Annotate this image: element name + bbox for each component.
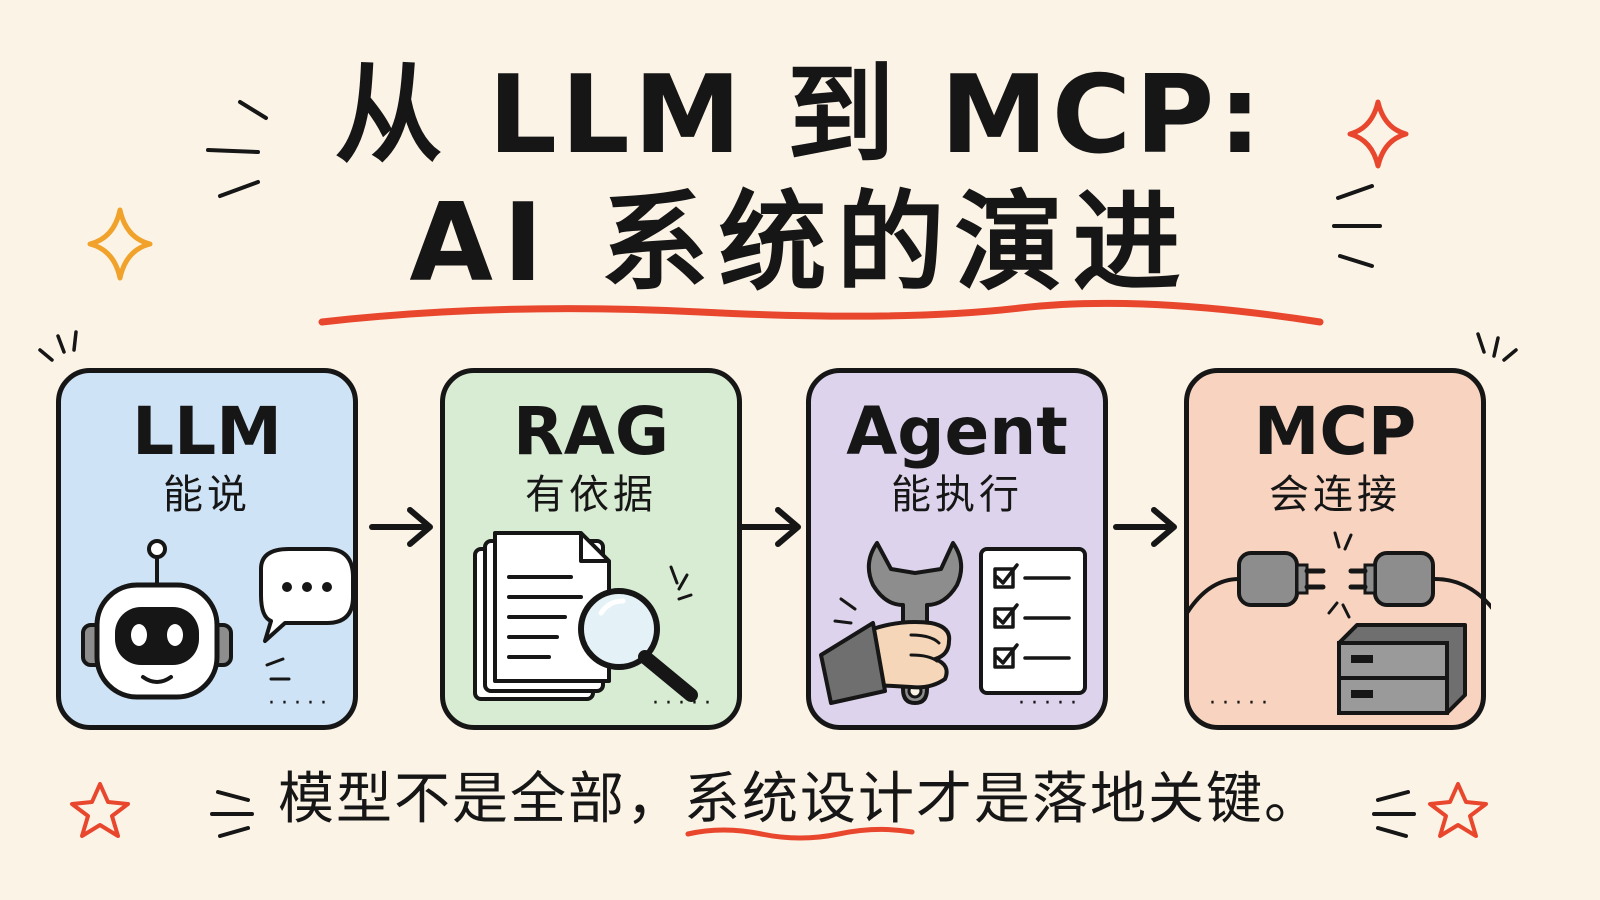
title-underline	[318, 299, 1324, 326]
decorative-dots: ·····	[1018, 691, 1083, 716]
stage-card-agent: Agent 能执行	[806, 368, 1108, 730]
arrow-right-icon	[1113, 507, 1177, 547]
motion-lines-left	[206, 100, 268, 198]
stage-name: MCP	[1253, 393, 1417, 470]
document-magnifier-icon	[473, 531, 698, 702]
sparkle-icon	[87, 207, 153, 281]
wrench-checklist-icon	[819, 541, 1087, 705]
motion-lines-bottom-left	[210, 790, 254, 838]
stage-subtitle: 有依据	[525, 472, 657, 518]
motion-lines-bottom-right	[1372, 790, 1416, 838]
tagline-highlight-text: 系统设计	[684, 767, 916, 832]
motion-lines-right	[1332, 184, 1382, 268]
decorative-dots: ·····	[268, 691, 333, 716]
tagline: 模型不是全部，系统设计才是落地关键。	[0, 772, 1600, 841]
accent-ticks-right	[1476, 332, 1518, 362]
stage-name: Agent	[846, 393, 1068, 470]
stage-card-mcp: MCP 会连接	[1184, 368, 1491, 730]
stage-card-llm: LLM 能说 ·····	[56, 368, 358, 730]
stage-name: LLM	[132, 393, 282, 470]
arrow-right-icon	[369, 507, 433, 547]
sparkle-icon	[1347, 99, 1409, 169]
tagline-highlight: 系统设计	[684, 772, 916, 841]
stage-subtitle: 会连接	[1269, 472, 1401, 518]
tagline-before: 模型不是全部，	[278, 767, 684, 832]
stage-name: RAG	[512, 393, 670, 470]
decorative-dots: ·····	[1209, 691, 1274, 716]
arrow-right-icon	[739, 507, 801, 547]
plug-server-icon	[1189, 531, 1491, 715]
decorative-dots: ·····	[652, 691, 717, 716]
stage-subtitle: 能执行	[891, 472, 1023, 518]
robot-speech-icon	[81, 539, 355, 700]
star-icon	[1428, 782, 1488, 838]
accent-ticks-left	[38, 330, 78, 362]
stage-card-rag: RAG 有依据	[440, 368, 742, 730]
tagline-after: 才是落地关键。	[916, 767, 1322, 832]
title-line-1: 从 LLM 到 MCP:	[334, 53, 1266, 178]
star-icon	[70, 782, 130, 838]
stage-subtitle: 能说	[163, 472, 251, 518]
title-line-2: AI 系统的演进	[409, 181, 1191, 306]
highlight-underline	[685, 826, 915, 841]
